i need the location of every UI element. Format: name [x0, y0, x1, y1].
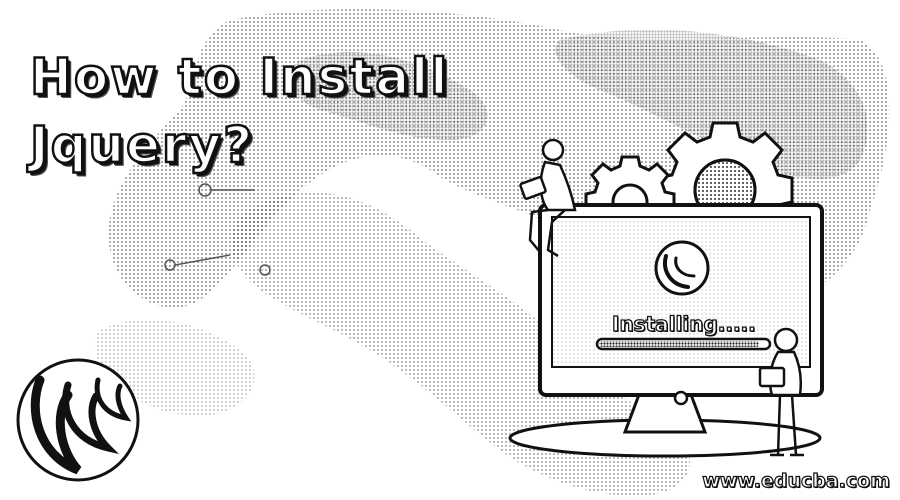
monitor-icon	[508, 203, 824, 458]
page-title-line-1: How to Install	[29, 47, 450, 108]
person-icon	[519, 138, 577, 258]
progress-bar	[595, 337, 772, 351]
website-url: www.educba.com	[702, 469, 891, 492]
page-title-line-2: Jquery?	[29, 115, 255, 176]
person-icon	[758, 327, 804, 457]
network-decoration	[164, 183, 271, 276]
progress-label: Installing.....	[611, 311, 756, 336]
progress-fill	[599, 341, 760, 347]
jquery-logo-icon	[16, 358, 140, 482]
